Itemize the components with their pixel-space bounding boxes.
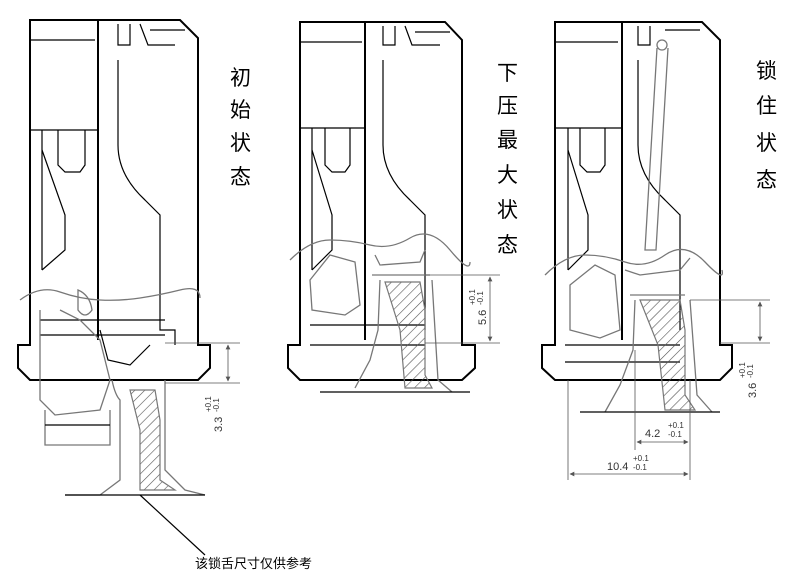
svg-text:态: 态 — [230, 165, 251, 189]
mating-tongue — [580, 299, 720, 413]
svg-text:初: 初 — [230, 66, 251, 90]
dim-locked-inner-upper: +0.1 — [668, 421, 684, 430]
terminal-latch — [39, 289, 111, 446]
stage-locked: 3.6 +0.1 -0.1 4.2 +0.1 -0.1 10.4 +0.1 -0… — [541, 21, 777, 480]
dim-initial-upper: +0.1 — [204, 396, 213, 412]
break-line — [289, 233, 471, 267]
dim-locked-width-upper: +0.1 — [633, 454, 649, 463]
dim-locked-height-value: 3.6 — [747, 383, 759, 398]
mating-tongue — [65, 379, 206, 496]
dim-locked-width-value: 10.4 — [607, 461, 628, 473]
dim-locked-width-lower: -0.1 — [633, 463, 647, 472]
dim-initial: 3.3 +0.1 -0.1 — [165, 342, 240, 432]
svg-text:锁: 锁 — [756, 59, 777, 83]
break-line — [19, 287, 201, 301]
dim-locked-height-lower: -0.1 — [746, 364, 755, 378]
dim-locked-inner-lower: -0.1 — [668, 430, 682, 439]
dim-max-lower: -0.1 — [476, 291, 485, 305]
dim-max-upper: +0.1 — [468, 289, 477, 305]
housing-outline — [17, 19, 211, 381]
dim-initial-value: 3.3 — [213, 417, 225, 432]
svg-text:态: 态 — [497, 233, 518, 257]
svg-text:始: 始 — [230, 98, 251, 122]
housing-outline — [287, 21, 476, 381]
mating-tongue — [320, 279, 470, 393]
note-leader — [139, 494, 206, 556]
svg-text:最: 最 — [497, 128, 518, 152]
dim-locked-inner-value: 4.2 — [645, 428, 660, 440]
terminal-latch — [569, 257, 691, 339]
svg-text:下: 下 — [497, 61, 518, 85]
dim-max: 5.6 +0.1 -0.1 — [425, 274, 500, 344]
svg-text:住: 住 — [756, 94, 777, 118]
dim-initial-lower: -0.1 — [212, 398, 221, 412]
dim-locked-height-upper: +0.1 — [738, 362, 747, 378]
dim-max-value: 5.6 — [477, 310, 489, 325]
dim-locked-height: 3.6 +0.1 -0.1 — [690, 299, 770, 398]
dim-locked-inner: 4.2 +0.1 -0.1 — [634, 350, 691, 450]
stage-locked-label: 锁 住 状 态 — [756, 59, 777, 192]
stage-initial-label: 初 始 状 态 — [230, 66, 251, 189]
svg-text:状: 状 — [497, 198, 518, 222]
stage-max-label: 下 压 最 大 状 态 — [497, 61, 518, 257]
svg-text:大: 大 — [497, 163, 518, 187]
terminal-latch — [309, 249, 430, 316]
reference-note: 该锁舌尺寸仅供参考 — [195, 556, 312, 572]
svg-text:态: 态 — [756, 168, 777, 192]
dim-locked-width: 10.4 +0.1 -0.1 — [567, 380, 691, 480]
break-line — [544, 248, 724, 276]
stage-max-pressed: 5.6 +0.1 -0.1 下 压 最 大 状 态 — [287, 21, 518, 393]
svg-text:状: 状 — [230, 131, 251, 155]
svg-text:压: 压 — [497, 94, 518, 118]
housing-outline — [541, 21, 733, 381]
stage-initial: 3.3 +0.1 -0.1 初 始 状 态 — [17, 19, 251, 556]
probe-rod — [644, 39, 669, 251]
svg-text:状: 状 — [756, 131, 777, 155]
